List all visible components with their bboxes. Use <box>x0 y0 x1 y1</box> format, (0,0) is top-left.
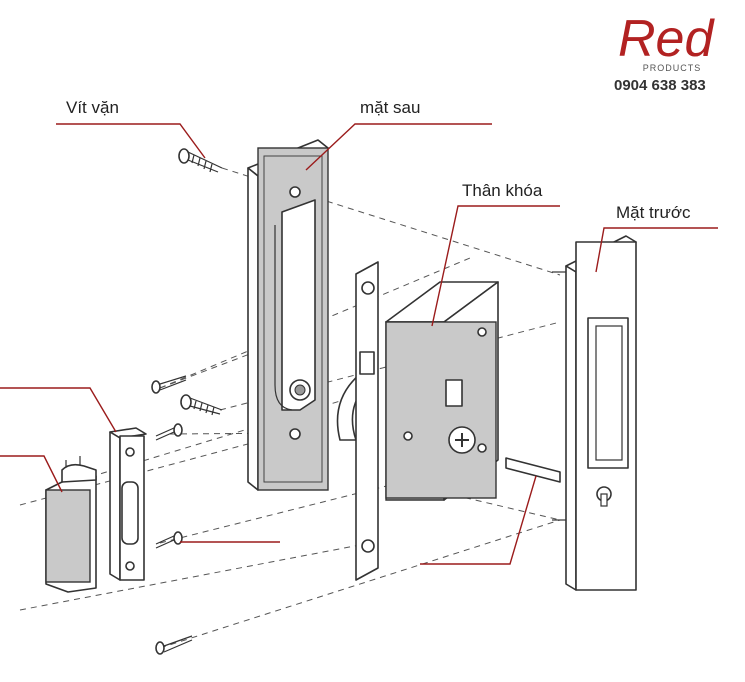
strike-plate <box>109 427 147 581</box>
back-plate <box>247 139 329 491</box>
label-front-plate: Mặt trước <box>595 203 718 273</box>
label-lock-body: Thân khóa <box>431 181 560 327</box>
striker-box <box>45 456 97 593</box>
screw-mid <box>180 394 223 416</box>
screw-bottom <box>155 635 193 655</box>
label-front-plate-text: Mặt trước <box>616 203 691 222</box>
brand-phone: 0904 638 383 <box>614 77 706 94</box>
lock-body <box>336 261 499 581</box>
label-back-plate: mặt sau <box>305 98 492 171</box>
screw-strike-top <box>155 423 183 441</box>
leader-spindle <box>420 475 537 565</box>
label-screw-text: Vít vặn <box>66 98 119 117</box>
leader-strike-plate <box>0 387 117 433</box>
screw-mid-left <box>151 375 187 394</box>
brand-logo: Red PRODUCTS 0904 638 383 <box>614 10 715 94</box>
brand-logo-text: Red <box>618 10 715 68</box>
front-plate <box>505 235 637 591</box>
screw-top <box>178 148 223 173</box>
label-lock-body-text: Thân khóa <box>462 181 543 200</box>
screw-strike-bottom <box>155 531 183 549</box>
label-screw: Vít vặn <box>56 98 206 159</box>
leader-striker-box <box>0 455 63 493</box>
label-back-plate-text: mặt sau <box>360 98 420 117</box>
brand-tagline: PRODUCTS <box>643 63 702 73</box>
